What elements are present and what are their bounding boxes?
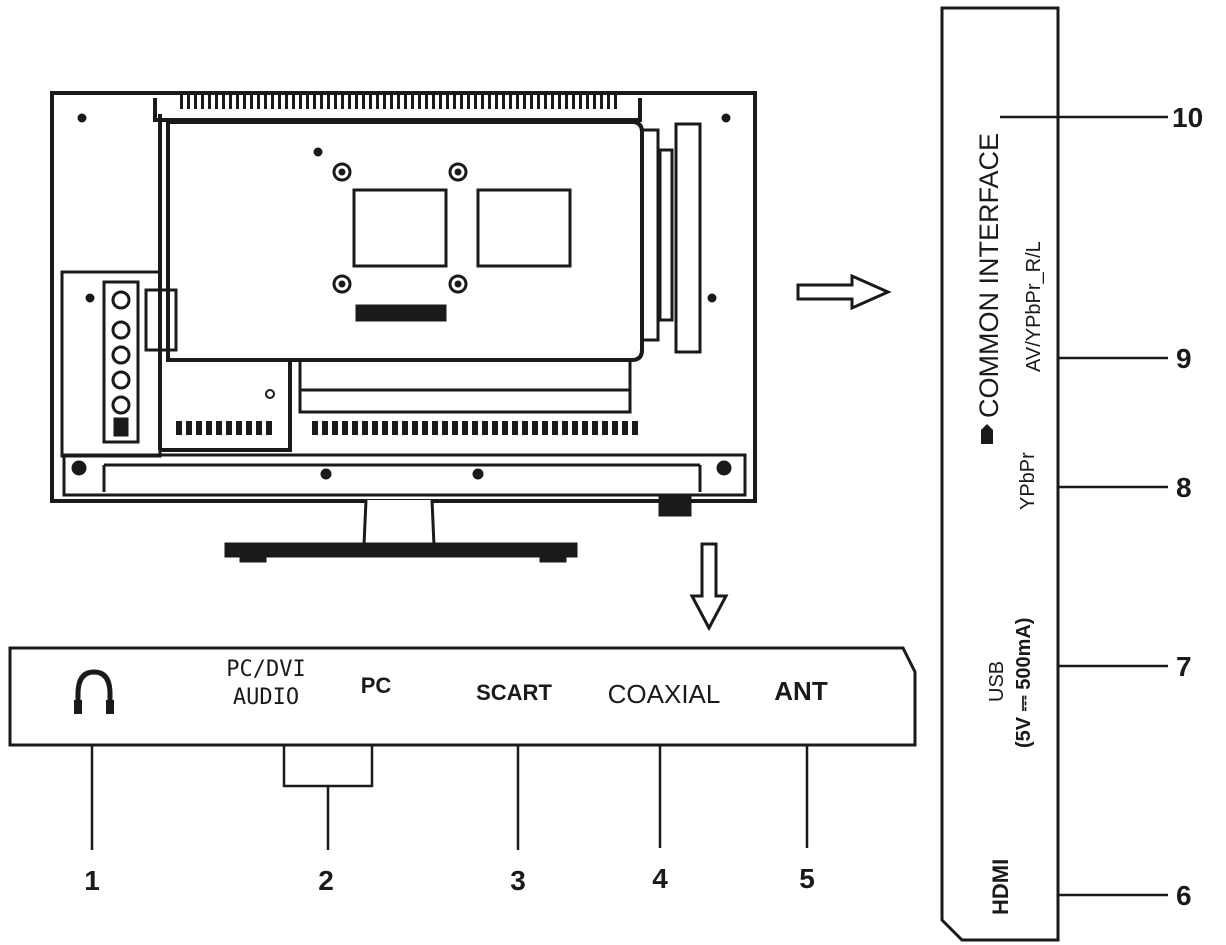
label-common-interface: COMMON INTERFACE — [974, 133, 1004, 418]
callout-7: 7 — [1176, 651, 1192, 682]
label-audio: AUDIO — [233, 685, 299, 710]
screw-icon — [707, 293, 717, 303]
screw-icon — [472, 468, 484, 480]
callout-1: 1 — [84, 865, 100, 896]
tv-stand-neck — [362, 499, 436, 547]
side-connector-panel: COMMON INTERFACE AV/YPbPr_R/L YPbPr USB … — [940, 6, 1203, 942]
screw-icon — [71, 460, 87, 476]
vesa-plate-left — [352, 188, 448, 268]
label-pc: PC — [361, 673, 392, 698]
label-coaxial: COAXIAL — [608, 679, 721, 709]
callout-5: 5 — [799, 863, 815, 894]
vesa-plate-right — [476, 188, 572, 268]
screw-icon — [313, 147, 323, 157]
callout-6: 6 — [1176, 880, 1192, 911]
label-hdmi: HDMI — [988, 859, 1013, 915]
screw-icon — [716, 460, 732, 476]
tv-stand-foot-left — [239, 555, 267, 563]
tv-cabinet — [50, 91, 757, 503]
headphone-icon — [74, 669, 114, 714]
callout-3: 3 — [510, 865, 526, 896]
label-usb-power: (5V ⎓ 500mA) — [1013, 618, 1035, 748]
card-slot-icon — [981, 424, 993, 444]
arrow-down-icon — [689, 542, 729, 632]
screw-icon — [85, 293, 95, 303]
label-ant: ANT — [774, 676, 828, 706]
left-io-block — [60, 270, 162, 458]
callout-2: 2 — [318, 865, 334, 896]
tv-bottom-rail — [62, 453, 747, 497]
leader-lines-side — [1000, 115, 1168, 897]
label-ypbpr: YPbPr — [1017, 452, 1039, 510]
label-av-ypbpr: AV/YPbPr_R/L — [1023, 241, 1045, 372]
callout-10: 10 — [1172, 102, 1203, 133]
label-usb: USB — [986, 661, 1008, 702]
leader-lines-bottom — [90, 745, 809, 850]
callout-9: 9 — [1176, 343, 1192, 374]
vesa-label-block — [355, 304, 447, 322]
arrow-right-icon — [796, 273, 892, 311]
screw-icon — [320, 468, 332, 480]
callout-4: 4 — [652, 863, 668, 894]
label-scart: SCART — [476, 680, 552, 705]
screw-icon — [721, 113, 731, 123]
bottom-connector-panel: PC/DVI AUDIO PC SCART COAXIAL ANT 1 2 3 … — [8, 646, 917, 896]
callout-8: 8 — [1176, 472, 1192, 503]
tv-rear-view — [50, 91, 757, 563]
main-cover-plate — [166, 120, 644, 362]
tv-stand-base — [224, 542, 578, 558]
tv-stand-foot-right — [539, 555, 567, 563]
label-pc-dvi: PC/DVI — [226, 657, 305, 682]
screw-icon — [77, 113, 87, 123]
